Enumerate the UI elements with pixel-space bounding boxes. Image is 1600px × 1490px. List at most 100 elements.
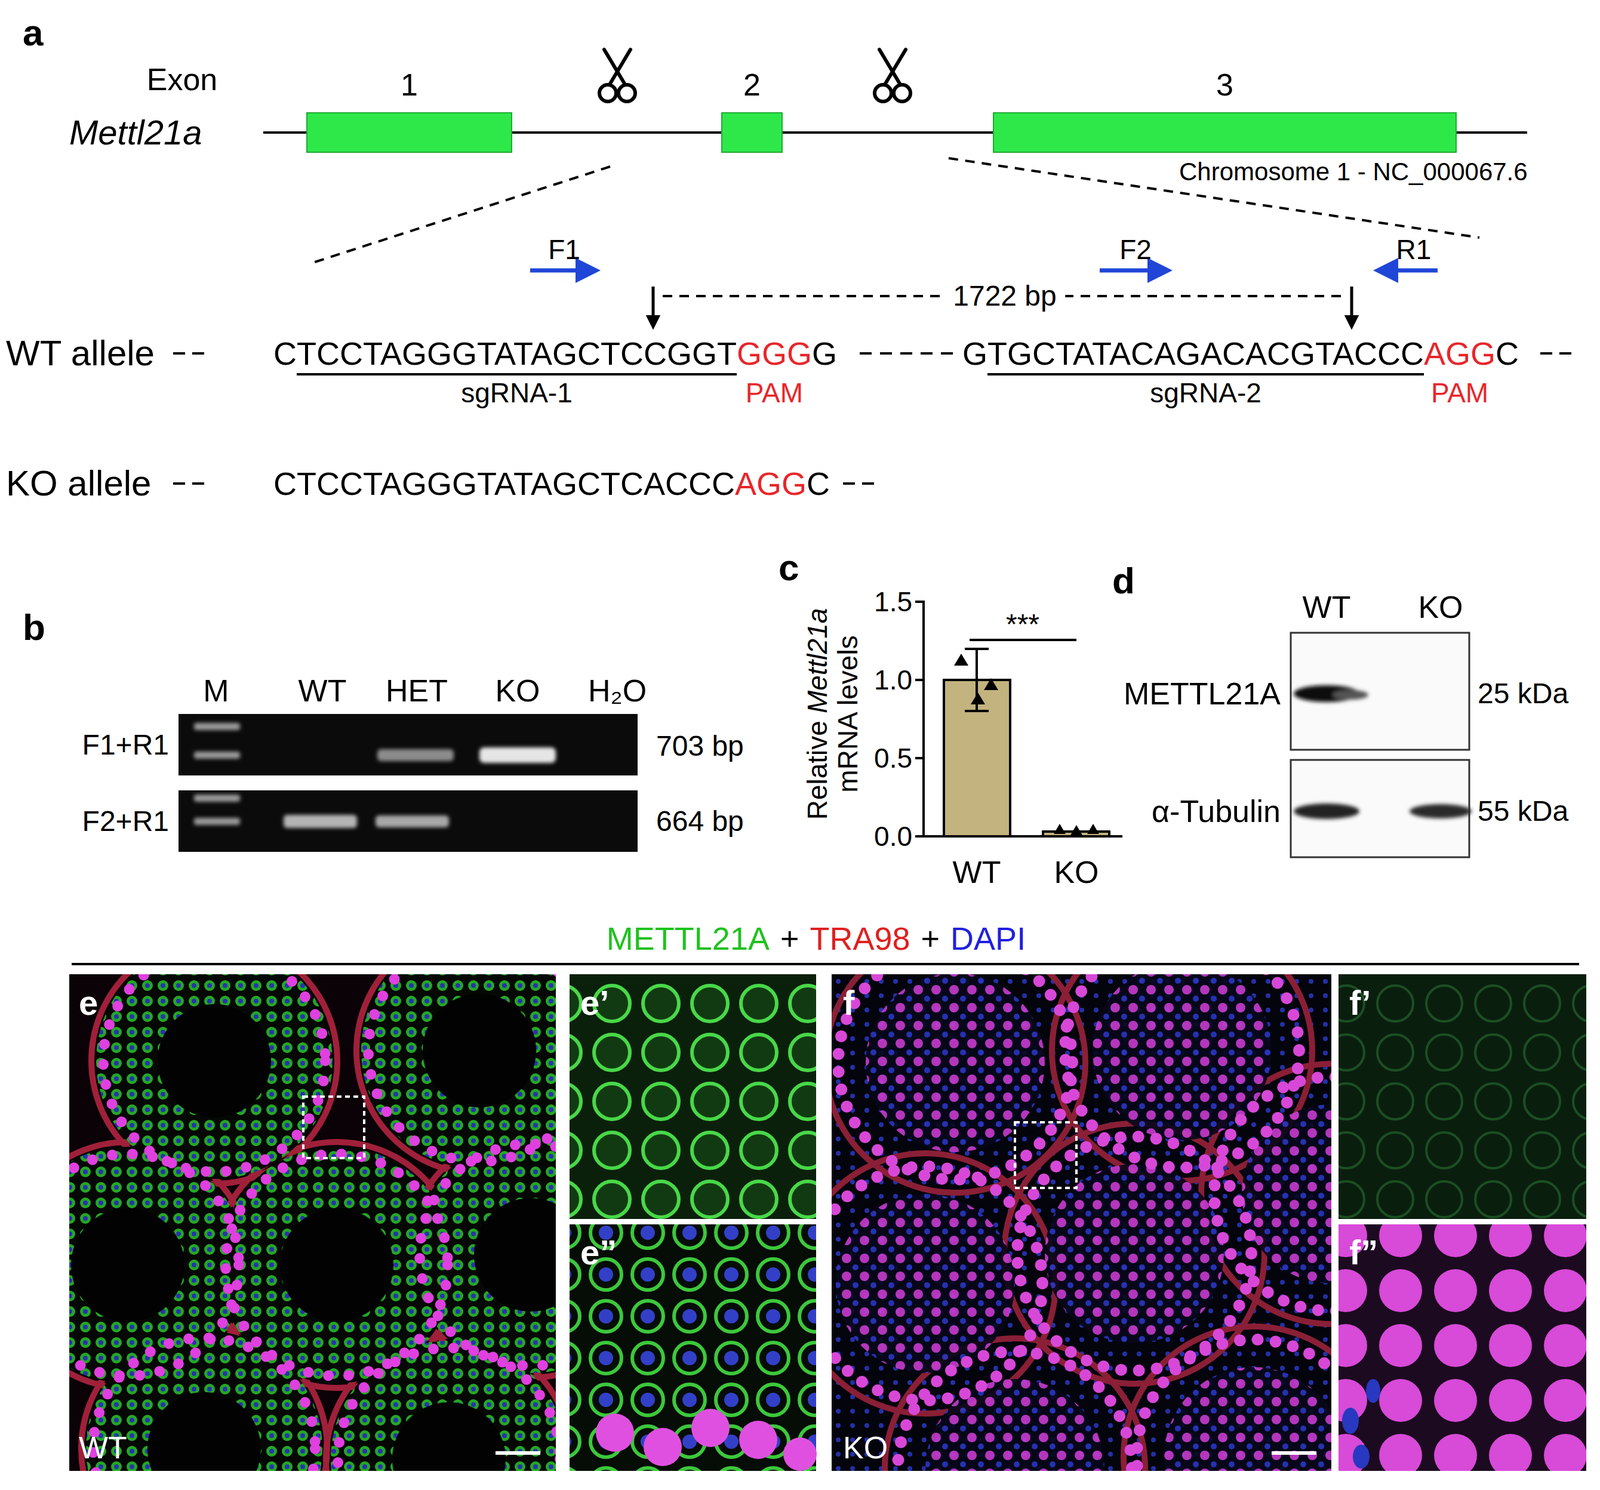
micrograph-zoom — [1338, 974, 1587, 1472]
bar-chart — [964, 709, 989, 713]
dna-sequence: G — [962, 337, 988, 376]
axis-title-line: RelativeMettl21a — [802, 608, 833, 821]
lane-label: H₂O — [588, 675, 647, 707]
stain-name: METTL21A — [606, 922, 770, 955]
sequence-row: G TGCTATACAGACACGTACCCsgRNA-2 AGGPAM C — [962, 337, 1519, 407]
stain-name: DAPI — [950, 922, 1026, 955]
exon-box: 1 — [306, 112, 513, 153]
pam-sequence: AGG — [734, 467, 807, 506]
zoom-line — [311, 166, 611, 264]
micrograph — [71, 994, 556, 1472]
micrograph-zoom — [595, 1413, 635, 1452]
gene-line — [263, 131, 307, 134]
micrograph — [831, 974, 1332, 1472]
panel-letter: e” — [580, 1235, 617, 1270]
micrograph — [412, 1136, 556, 1374]
dna-sequence: C — [806, 467, 830, 506]
micrograph-zoom — [643, 1428, 682, 1467]
exon-box: 2 — [721, 112, 783, 153]
scissors-icon — [885, 49, 906, 84]
axis-title: Relative — [801, 720, 833, 820]
micrograph — [495, 1451, 541, 1455]
sequence-dash — [173, 352, 186, 355]
sgrna-label: sgRNA-1 — [460, 379, 573, 407]
sequence-dash — [880, 352, 892, 355]
micrograph-zoom — [691, 1408, 730, 1448]
micrograph-zoom — [1342, 1407, 1359, 1435]
western-blot — [1293, 685, 1472, 820]
sequence-row: C TCCTAGGGTATAGCTCCGGTsgRNA-1 GGGPAM G — [273, 337, 838, 407]
locus-label: Chromosome 1 - NC_000067.6 — [1179, 159, 1528, 185]
micrograph — [419, 1143, 556, 1366]
band-size: 664 bp — [656, 807, 744, 836]
sequence-dash — [842, 482, 855, 485]
sequence-dash — [859, 352, 872, 355]
agarose-gel — [194, 722, 556, 829]
dna-sequence: CTCCTAGGGTATAGCTCACCC — [273, 467, 735, 506]
micrograph — [69, 1154, 239, 1377]
exon-number: 1 — [400, 69, 418, 101]
sequence-dash — [173, 353, 1572, 484]
micrograph — [147, 1392, 261, 1472]
sequence-chunk: AGG — [734, 467, 807, 506]
plus-sign: + — [921, 922, 941, 955]
sequence-chunk: CTCCTAGGGTATAGCTCACCC — [273, 467, 735, 506]
micrograph-zoom — [569, 1224, 817, 1472]
primer-arrow — [530, 268, 589, 273]
category-label: WT — [952, 856, 1002, 888]
primer-arrow — [1385, 268, 1438, 273]
western-blot — [1290, 632, 1470, 750]
sequence-chunk: GGGPAM — [736, 337, 812, 407]
gene-line — [1456, 131, 1528, 134]
panel-letter: d — [1112, 562, 1135, 600]
pam-sequence: AGG — [1423, 337, 1496, 376]
panel-letter: c — [778, 549, 799, 587]
sequence-chunk: G — [811, 337, 838, 376]
bar-chart — [922, 835, 1123, 838]
micrograph — [225, 1154, 448, 1377]
micrograph — [865, 974, 1045, 1153]
micrograph — [831, 974, 1332, 1472]
lane-label: KO — [1417, 591, 1463, 623]
micrograph — [831, 974, 1332, 1472]
size-marker: 25 kDa — [1477, 679, 1569, 709]
cut-arrow — [651, 286, 655, 323]
primer-name: F1 — [548, 235, 581, 264]
micrograph — [1271, 1451, 1317, 1455]
bar-chart — [915, 600, 1123, 838]
micrograph-zoom — [595, 1408, 817, 1472]
primer-pair: F2+R1 — [82, 807, 169, 836]
gene-name: Mettl21a — [69, 115, 202, 150]
micrograph — [835, 1194, 1015, 1374]
axis-title: RelativeMettl21a mRNA levels — [802, 608, 863, 821]
micrograph — [407, 1131, 556, 1378]
plus-sign: + — [780, 922, 800, 955]
micrograph — [368, 974, 556, 1162]
panel-letter: f — [842, 985, 855, 1021]
sequence-dash — [173, 482, 186, 485]
bar-chart — [964, 647, 989, 651]
bar-chart — [915, 757, 924, 760]
sequence-dash — [1559, 352, 1572, 355]
micrograph-zoom — [1365, 1379, 1381, 1403]
micrograph-zoom — [569, 974, 817, 1472]
title-rule — [71, 962, 1580, 966]
primer-pair: F1+R1 — [82, 730, 169, 760]
cut-arrow — [1350, 286, 1354, 323]
allele-label: WT allele — [5, 335, 155, 372]
micrograph-zoom — [1342, 1379, 1381, 1469]
sequence-chunk: TGCTATACAGACACGTACCCsgRNA-2 — [987, 337, 1424, 407]
size-marker: 55 kDa — [1477, 797, 1569, 826]
bar-chart — [954, 653, 999, 705]
micrograph — [392, 1402, 506, 1472]
bar-chart — [915, 678, 924, 682]
lane-label: WT — [298, 675, 347, 707]
micrograph-zoom — [569, 974, 817, 1220]
micrograph — [69, 974, 556, 1472]
bar-chart — [915, 835, 924, 838]
scissors-icon — [874, 84, 892, 102]
sequence-chunk: AGGPAM — [1423, 337, 1496, 407]
primer-name: F2 — [1119, 235, 1152, 264]
micrograph — [897, 1351, 1132, 1472]
micrograph — [1136, 1339, 1332, 1472]
